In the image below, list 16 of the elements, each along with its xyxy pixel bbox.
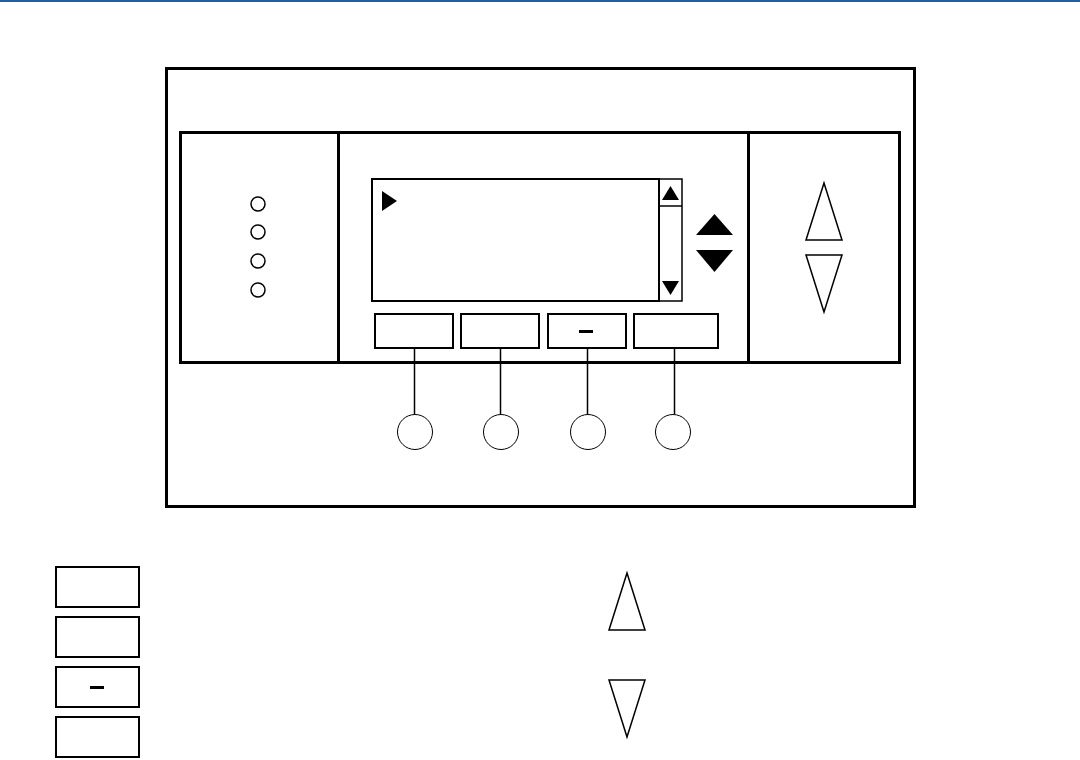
softkey-symbol (55, 616, 140, 658)
softkey-symbol (55, 666, 140, 708)
connector-line (413, 348, 416, 415)
connector-line (673, 348, 676, 415)
softkey (374, 313, 454, 349)
softkey (547, 313, 627, 349)
push-button (397, 414, 433, 450)
softkey (633, 313, 719, 349)
push-button (570, 414, 606, 450)
softkey-symbol (55, 716, 140, 758)
softkey-symbol (55, 566, 140, 608)
softkey (460, 313, 540, 349)
connector-line (499, 348, 502, 415)
push-button (483, 414, 519, 450)
push-button (655, 414, 691, 450)
connector-line (586, 348, 589, 415)
